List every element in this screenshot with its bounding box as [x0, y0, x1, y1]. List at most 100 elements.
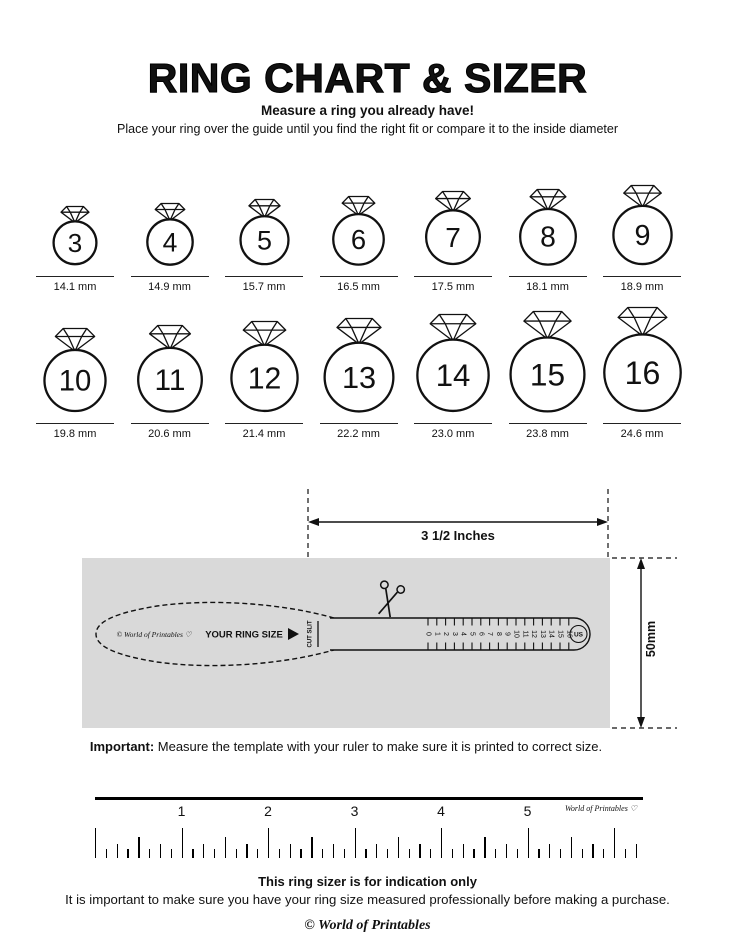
your-ring-size-label: YOUR RING SIZE	[205, 630, 283, 641]
ring-band	[238, 215, 290, 266]
scale-number: 3	[451, 632, 458, 636]
ruler-tick	[570, 837, 573, 858]
ring-band	[145, 218, 194, 266]
ring-band	[43, 348, 107, 413]
ring-size-number: 4	[162, 227, 177, 257]
ring-size-9: 9 18.9 mm	[597, 184, 687, 293]
scale-number: 1	[433, 632, 440, 636]
ring-diameter-label: 20.6 mm	[148, 428, 191, 440]
divider-line	[319, 423, 398, 424]
ruler-tick	[397, 837, 400, 858]
ruler-tick	[430, 849, 432, 858]
scale-number: 16	[565, 630, 572, 638]
ring-diameter-label: 23.0 mm	[431, 428, 475, 440]
cut-slit-label: CUT SLIT	[308, 620, 314, 647]
divider-line	[225, 423, 303, 424]
important-note: Important: Measure the template with you…	[82, 739, 610, 754]
ring-band	[136, 346, 203, 413]
ring-band	[229, 343, 299, 413]
ruler-number: 3	[350, 803, 359, 819]
diamond-ring-icon: 3	[52, 205, 98, 266]
scissors-icon	[378, 580, 406, 618]
arrowhead-down-icon	[637, 717, 645, 728]
ruler-tick	[592, 844, 594, 858]
ring-diameter-label: 23.8 mm	[526, 428, 569, 440]
ring-size-number: 5	[257, 226, 272, 256]
ruler-tick	[624, 849, 627, 858]
ruler-tick	[386, 849, 389, 858]
diamond-ring-icon: 12	[229, 320, 299, 413]
scale-number: 13	[539, 630, 546, 638]
page-title: RING CHART & SIZER	[147, 55, 588, 102]
diamond-ring-icon: 8	[518, 188, 577, 266]
divider-line	[36, 276, 114, 277]
arrowhead-left-icon	[308, 518, 319, 526]
divider-line	[319, 276, 398, 277]
ruler-tick	[354, 828, 356, 858]
ruler-tick	[376, 844, 378, 858]
ring-size-number: 14	[436, 358, 471, 393]
scale-number: 15	[557, 630, 564, 638]
pointer-arrow-icon	[288, 628, 299, 640]
ring-diameter-label: 18.9 mm	[620, 281, 664, 293]
ring-size-13: 13 22.2 mm	[314, 317, 404, 440]
scale-number: 8	[495, 632, 502, 636]
ruler-tick	[419, 844, 421, 858]
footer-copyright: © World of Printables	[304, 918, 431, 933]
ruler-tick	[181, 828, 183, 858]
ruler-tick	[127, 849, 129, 858]
scale-number: 14	[548, 630, 555, 638]
diamond-ring-icon: 7	[424, 190, 482, 266]
ruler-tick	[257, 849, 259, 858]
ruler-tick	[408, 849, 410, 858]
us-unit-circle	[569, 624, 588, 644]
ruler-tick	[213, 849, 216, 858]
ruler-tick	[343, 849, 345, 858]
diamond-icon	[154, 202, 185, 222]
ring-size-number: 13	[341, 360, 375, 395]
ring-diameter-label: 14.9 mm	[148, 281, 191, 293]
diamond-ring-icon: 11	[136, 324, 203, 413]
diamond-icon	[335, 317, 382, 345]
ring-size-11: 11 20.6 mm	[125, 324, 215, 440]
ring-size-number: 3	[68, 228, 82, 258]
scale-number: 5	[469, 632, 476, 636]
ruler-tick	[322, 849, 324, 858]
ruler-tick	[159, 844, 162, 858]
sizer-brand: © World of Printables ♡	[116, 630, 192, 639]
diamond-ring-icon: 16	[602, 306, 682, 413]
divider-line	[414, 276, 492, 277]
ruler-tick	[451, 849, 454, 858]
diamond-ring-icon: 4	[145, 202, 194, 266]
ruler-tick	[538, 849, 540, 858]
ruler-tick	[149, 849, 151, 858]
ring-band	[416, 338, 490, 413]
scale-number: 11	[521, 630, 528, 637]
diamond-ring-icon: 10	[43, 327, 107, 413]
diamond-icon	[242, 320, 286, 347]
ruler-tick	[549, 844, 551, 858]
ruler-tick	[235, 849, 237, 858]
height-dimension-arrow	[612, 557, 677, 729]
scale-number: 2	[442, 632, 449, 636]
divider-line	[225, 276, 303, 277]
ring-diameter-label: 22.2 mm	[337, 428, 380, 440]
diamond-ring-icon: 14	[416, 313, 490, 413]
us-unit-label: US	[574, 631, 584, 638]
ring-diameter-label: 16.5 mm	[337, 281, 380, 293]
important-label: Important:	[89, 739, 155, 754]
diamond-ring-icon: 5	[238, 198, 290, 266]
ring-size-number: 9	[634, 220, 650, 252]
ruler-brand: World of Printables ♡	[565, 804, 637, 813]
ring-diameter-label: 17.5 mm	[431, 281, 475, 293]
ring-size-number: 7	[445, 222, 461, 253]
diamond-icon	[528, 188, 567, 211]
